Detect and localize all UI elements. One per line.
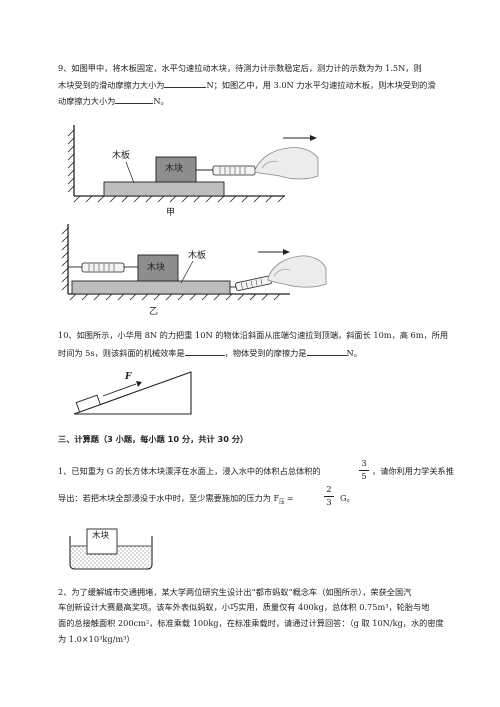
q10-line2: 时间为 5s，则该斜面的机械效率是 ，物体受到的摩擦力是 N。 bbox=[58, 346, 362, 359]
fig-jia-board-label: 木板 bbox=[112, 151, 131, 161]
c1-line2: 导出：若把木块全部浸没于水中时，至少需要施加的压力为 F压= bbox=[58, 492, 294, 509]
fraction-2-numerator: 2 bbox=[326, 485, 332, 495]
c1-line1-start: 1、已知重为 G 的长方体木块漂浮在水面上，浸入水中的体积占总体积的 bbox=[58, 466, 321, 476]
c1-equals: = bbox=[286, 493, 294, 503]
fig-yi-block-label: 木块 bbox=[147, 263, 166, 273]
q10-line2-end: N。 bbox=[346, 348, 362, 358]
c2-line2: 车创新设计大赛最高奖项。该车外表似蚂蚁，小巧实用，质量仅有 400kg，总体积 … bbox=[58, 602, 430, 612]
q9-line1: 9、如图甲中，将木板固定，水平匀速拉动木块，待测力计示数稳定后，测力计的示数为为… bbox=[58, 63, 422, 73]
fig-yi-caption: 乙 bbox=[149, 307, 159, 317]
c2-line4: 为 1.0×10³kg/m³） bbox=[58, 634, 135, 644]
q10-line2-start: 时间为 5s，则该斜面的机械效率是 bbox=[58, 348, 185, 358]
c1-line1-end: ，请你利用力学关系推 bbox=[372, 466, 454, 476]
q9-line3-end: N。 bbox=[153, 96, 169, 106]
fraction-1-numerator: 3 bbox=[361, 459, 367, 469]
c1-line2-end: G。 bbox=[340, 493, 355, 503]
fraction-2-denominator: 3 bbox=[326, 498, 332, 508]
q9-answer-blank-2[interactable] bbox=[115, 94, 154, 104]
q9-answer-blank-1[interactable] bbox=[164, 78, 207, 88]
fig-jia-caption: 甲 bbox=[166, 208, 176, 218]
q9-line2-end: N；如图乙中，用 3.0N 力水平匀速拉动木板，则木块受到的滑 bbox=[206, 80, 436, 90]
container-block-label: 木块 bbox=[92, 531, 110, 541]
force-label: F bbox=[125, 372, 132, 382]
q10-answer-blank-2[interactable] bbox=[306, 346, 347, 356]
fraction-1-denominator: 5 bbox=[361, 472, 367, 482]
section-title: 三、计算题（3 小题，每小题 10 分，共计 30 分） bbox=[58, 434, 249, 444]
q10-answer-blank-1[interactable] bbox=[184, 346, 225, 356]
q10-line2-mid: ，物体受到的摩擦力是 bbox=[224, 348, 307, 358]
q9-line3-start: 动摩擦力大小为 bbox=[58, 96, 116, 106]
q9-line2: 木块受到的滑动摩擦力大小为 N；如图乙中，用 3.0N 力水平匀速拉动木板，则木块… bbox=[58, 78, 436, 91]
c2-line3: 面的总接触面积 200cm²，标准乘载 100kg，在标准乘载时，请通过计算回答… bbox=[58, 618, 444, 628]
fraction-two-thirds: 2 3 bbox=[324, 485, 334, 508]
q9-line3: 动摩擦力大小为 N。 bbox=[58, 94, 169, 107]
c1-line2-start: 导出：若把木块全部浸没于水中时，至少需要施加的压力为 F bbox=[58, 493, 280, 503]
c2-line1: 2、为了缓解城市交通拥堵，某大学两位研究生设计出“都市蚂蚁”概念车（如图所示），… bbox=[58, 587, 412, 597]
fig-jia-block-label: 木块 bbox=[165, 164, 184, 174]
pressure-subscript: 压 bbox=[279, 499, 285, 506]
q9-line2-start: 木块受到的滑动摩擦力大小为 bbox=[58, 80, 165, 90]
fig-yi-board-label: 木板 bbox=[188, 251, 207, 261]
fraction-three-fifths: 3 5 bbox=[359, 459, 369, 482]
q10-line1: 10、如图所示，小华用 8N 的力把重 10N 的物体沿斜面从底端匀速拉到顶端，… bbox=[58, 330, 449, 340]
